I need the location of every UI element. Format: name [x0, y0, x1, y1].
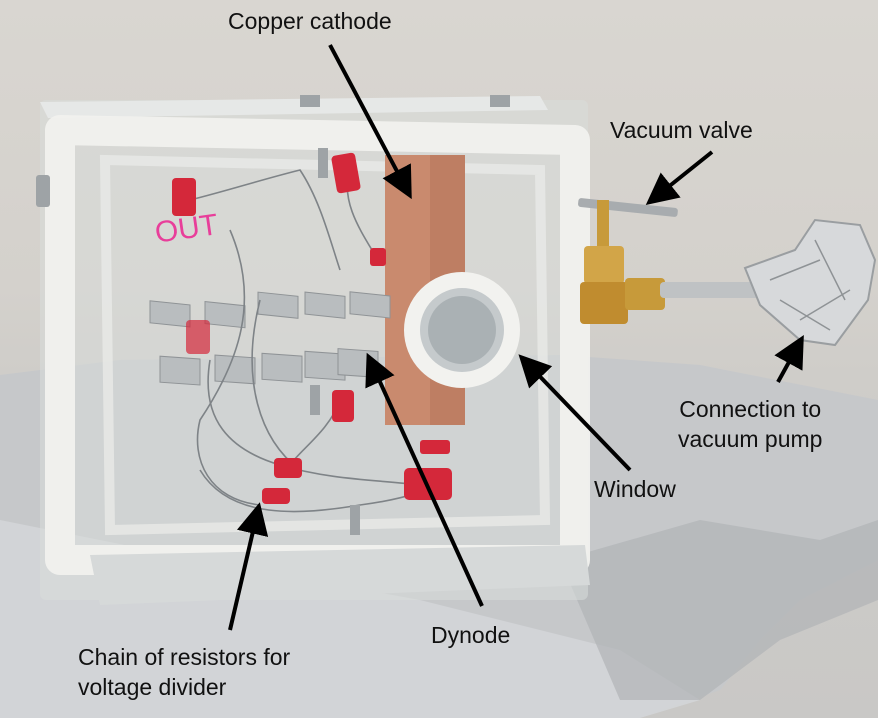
window-label: Window: [594, 476, 676, 502]
screws: [36, 95, 510, 535]
resistor-chain-label: Chain of resistors for voltage divider: [78, 642, 290, 702]
connection-label-line1: Connection to: [679, 396, 822, 422]
foil-shadow: [560, 520, 878, 700]
foil-creases: [769, 239, 851, 331]
vacuum-valve-assembly: [578, 198, 770, 324]
resistor-chain-label-line2: voltage divider: [78, 674, 227, 700]
connection-label: Connection to vacuum pump: [678, 394, 822, 454]
vacuum-valve-label: Vacuum valve: [610, 117, 753, 143]
copper-cathode-label: Copper cathode: [228, 8, 392, 34]
resistor-chain-label-line1: Chain of resistors for: [78, 644, 291, 670]
acrylic-top: [40, 96, 548, 118]
foil-wrapped-connector: [743, 218, 877, 347]
connection-label-line2: vacuum pump: [678, 426, 823, 452]
window-inner: [428, 296, 496, 364]
dynode-label: Dynode: [431, 622, 511, 648]
